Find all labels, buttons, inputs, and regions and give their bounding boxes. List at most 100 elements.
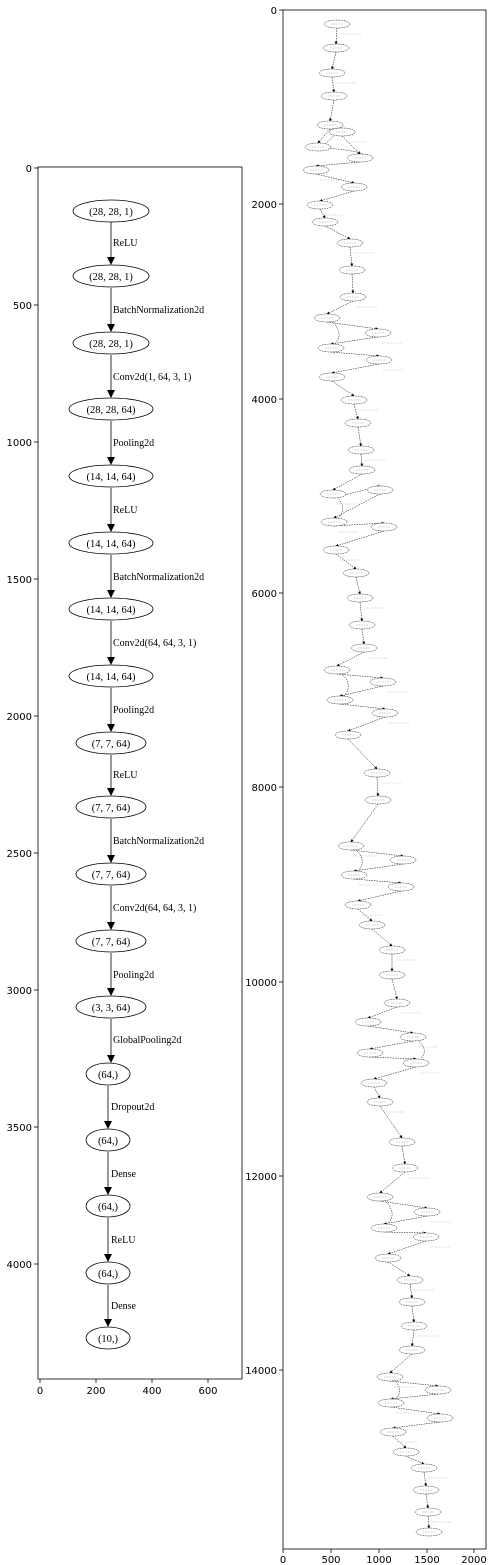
graph-node: (7, 7, 64) xyxy=(75,795,147,819)
mini-node xyxy=(414,1507,442,1517)
svg-text:(64,): (64,) xyxy=(98,1136,119,1147)
graph-node: (14, 14, 64) xyxy=(68,597,154,621)
svg-text:GlobalPooling2d: GlobalPooling2d xyxy=(113,1035,181,1046)
mini-node xyxy=(346,153,374,163)
graph-edge: Conv2d(64, 64, 3, 1) xyxy=(107,886,196,930)
svg-text:10000: 10000 xyxy=(245,978,277,989)
graph-node: (28, 28, 1) xyxy=(72,331,150,355)
mini-node xyxy=(374,1253,402,1263)
mini-edge xyxy=(353,403,359,420)
svg-text:0: 0 xyxy=(26,164,32,175)
svg-text:1500: 1500 xyxy=(414,1555,439,1565)
svg-text:4000: 4000 xyxy=(7,1260,32,1271)
svg-text:1000: 1000 xyxy=(7,438,32,449)
graph-edge: ReLU xyxy=(107,221,138,265)
mini-edge xyxy=(353,878,402,885)
mini-node xyxy=(370,1223,398,1233)
mini-edge xyxy=(371,928,393,947)
mini-node xyxy=(365,355,393,365)
mini-edge xyxy=(331,380,355,397)
left-graph-edges: ReLU BatchNormalization2d Conv2d(1, 64, … xyxy=(104,221,204,1327)
y-tick: 500 xyxy=(13,301,38,312)
mini-edge xyxy=(367,1006,398,1019)
svg-text:Dropout2d: Dropout2d xyxy=(111,1102,154,1113)
mini-edge xyxy=(347,716,386,732)
mini-edge xyxy=(335,553,357,570)
left-panel: 0 200 400 600 0 500 xyxy=(7,164,243,1397)
mini-node xyxy=(366,485,394,495)
graph-edge: BatchNormalization2d xyxy=(107,288,204,332)
svg-text:1500: 1500 xyxy=(7,575,32,586)
svg-text:(28, 28, 1): (28, 28, 1) xyxy=(89,339,133,350)
mini-node xyxy=(319,489,347,499)
mini-edge xyxy=(367,1025,414,1035)
mini-node xyxy=(356,1048,384,1058)
mini-edge xyxy=(387,1240,427,1255)
y-tick: 1000 xyxy=(7,438,38,449)
mini-edge xyxy=(336,651,365,667)
mini-node xyxy=(377,1398,405,1408)
mini-edge xyxy=(331,363,380,375)
mini-node xyxy=(378,970,406,980)
mini-edge xyxy=(331,76,336,93)
graph-edge: ReLU xyxy=(104,1218,136,1262)
graph-node: (7, 7, 64) xyxy=(75,929,147,953)
mini-node xyxy=(326,695,354,705)
mini-edge xyxy=(333,521,385,527)
mini-edge xyxy=(335,530,385,547)
graph-node: (64,) xyxy=(85,1194,131,1218)
mini-edge xyxy=(319,208,326,219)
mini-node xyxy=(322,43,350,53)
y-tick: 8000 xyxy=(252,783,283,794)
mini-node xyxy=(415,1527,443,1537)
y-tick: 2000 xyxy=(252,200,283,211)
mini-node xyxy=(388,1137,416,1147)
svg-text:ReLU: ReLU xyxy=(113,505,138,516)
right-panel: 0 500 1000 1500 2000 0 xyxy=(245,6,487,1565)
svg-text:(3, 3, 64): (3, 3, 64) xyxy=(92,1003,131,1014)
svg-text:(28, 28, 1): (28, 28, 1) xyxy=(89,272,133,283)
svg-text:Conv2d(64, 64, 3, 1): Conv2d(64, 64, 3, 1) xyxy=(113,638,196,649)
mini-edge xyxy=(355,576,361,595)
graph-edge: Conv2d(1, 64, 3, 1) xyxy=(107,355,191,398)
mini-edge xyxy=(336,673,384,680)
mini-node xyxy=(371,708,399,718)
svg-text:14000: 14000 xyxy=(245,1366,277,1377)
svg-text:3000: 3000 xyxy=(7,986,32,997)
mini-node xyxy=(320,91,348,101)
mini-edge xyxy=(390,1393,439,1401)
mini-edge xyxy=(383,1215,428,1226)
svg-text:(14, 14, 64): (14, 14, 64) xyxy=(87,672,136,683)
y-tick: 12000 xyxy=(245,1172,283,1183)
y-tick: 1500 xyxy=(7,575,38,586)
graph-node: (28, 28, 64) xyxy=(68,397,154,421)
svg-text:Pooling2d: Pooling2d xyxy=(113,970,154,981)
mini-node xyxy=(369,677,397,687)
mini-edge xyxy=(376,776,380,797)
mini-node xyxy=(376,1372,404,1382)
graph-node: (10,) xyxy=(85,1326,131,1350)
svg-text:(10,): (10,) xyxy=(98,1334,119,1345)
mini-edge xyxy=(360,453,364,467)
mini-edge xyxy=(333,493,381,519)
svg-text:(64,): (64,) xyxy=(98,1202,119,1213)
svg-text:(14, 14, 64): (14, 14, 64) xyxy=(87,472,136,483)
mini-node xyxy=(339,292,367,302)
mini-node xyxy=(347,445,375,455)
mini-node xyxy=(392,1447,420,1457)
svg-text:Pooling2d: Pooling2d xyxy=(113,438,154,449)
mini-node xyxy=(344,418,372,428)
mini-node xyxy=(398,1345,426,1355)
svg-text:500: 500 xyxy=(321,1555,340,1565)
mini-edge xyxy=(350,849,404,858)
mini-edge xyxy=(331,51,337,70)
mini-edge xyxy=(332,473,363,491)
mini-node xyxy=(400,1321,428,1331)
left-graph-nodes: (28, 28, 1) (28, 28, 1) (28, 28, 1) (28,… xyxy=(68,199,154,1350)
left-axes-frame xyxy=(37,166,243,1380)
mini-node xyxy=(302,165,330,175)
svg-text:(7, 7, 64): (7, 7, 64) xyxy=(92,739,131,750)
mini-node xyxy=(412,1232,440,1242)
graph-edge: BatchNormalization2d xyxy=(107,555,204,598)
mini-node xyxy=(320,517,348,527)
